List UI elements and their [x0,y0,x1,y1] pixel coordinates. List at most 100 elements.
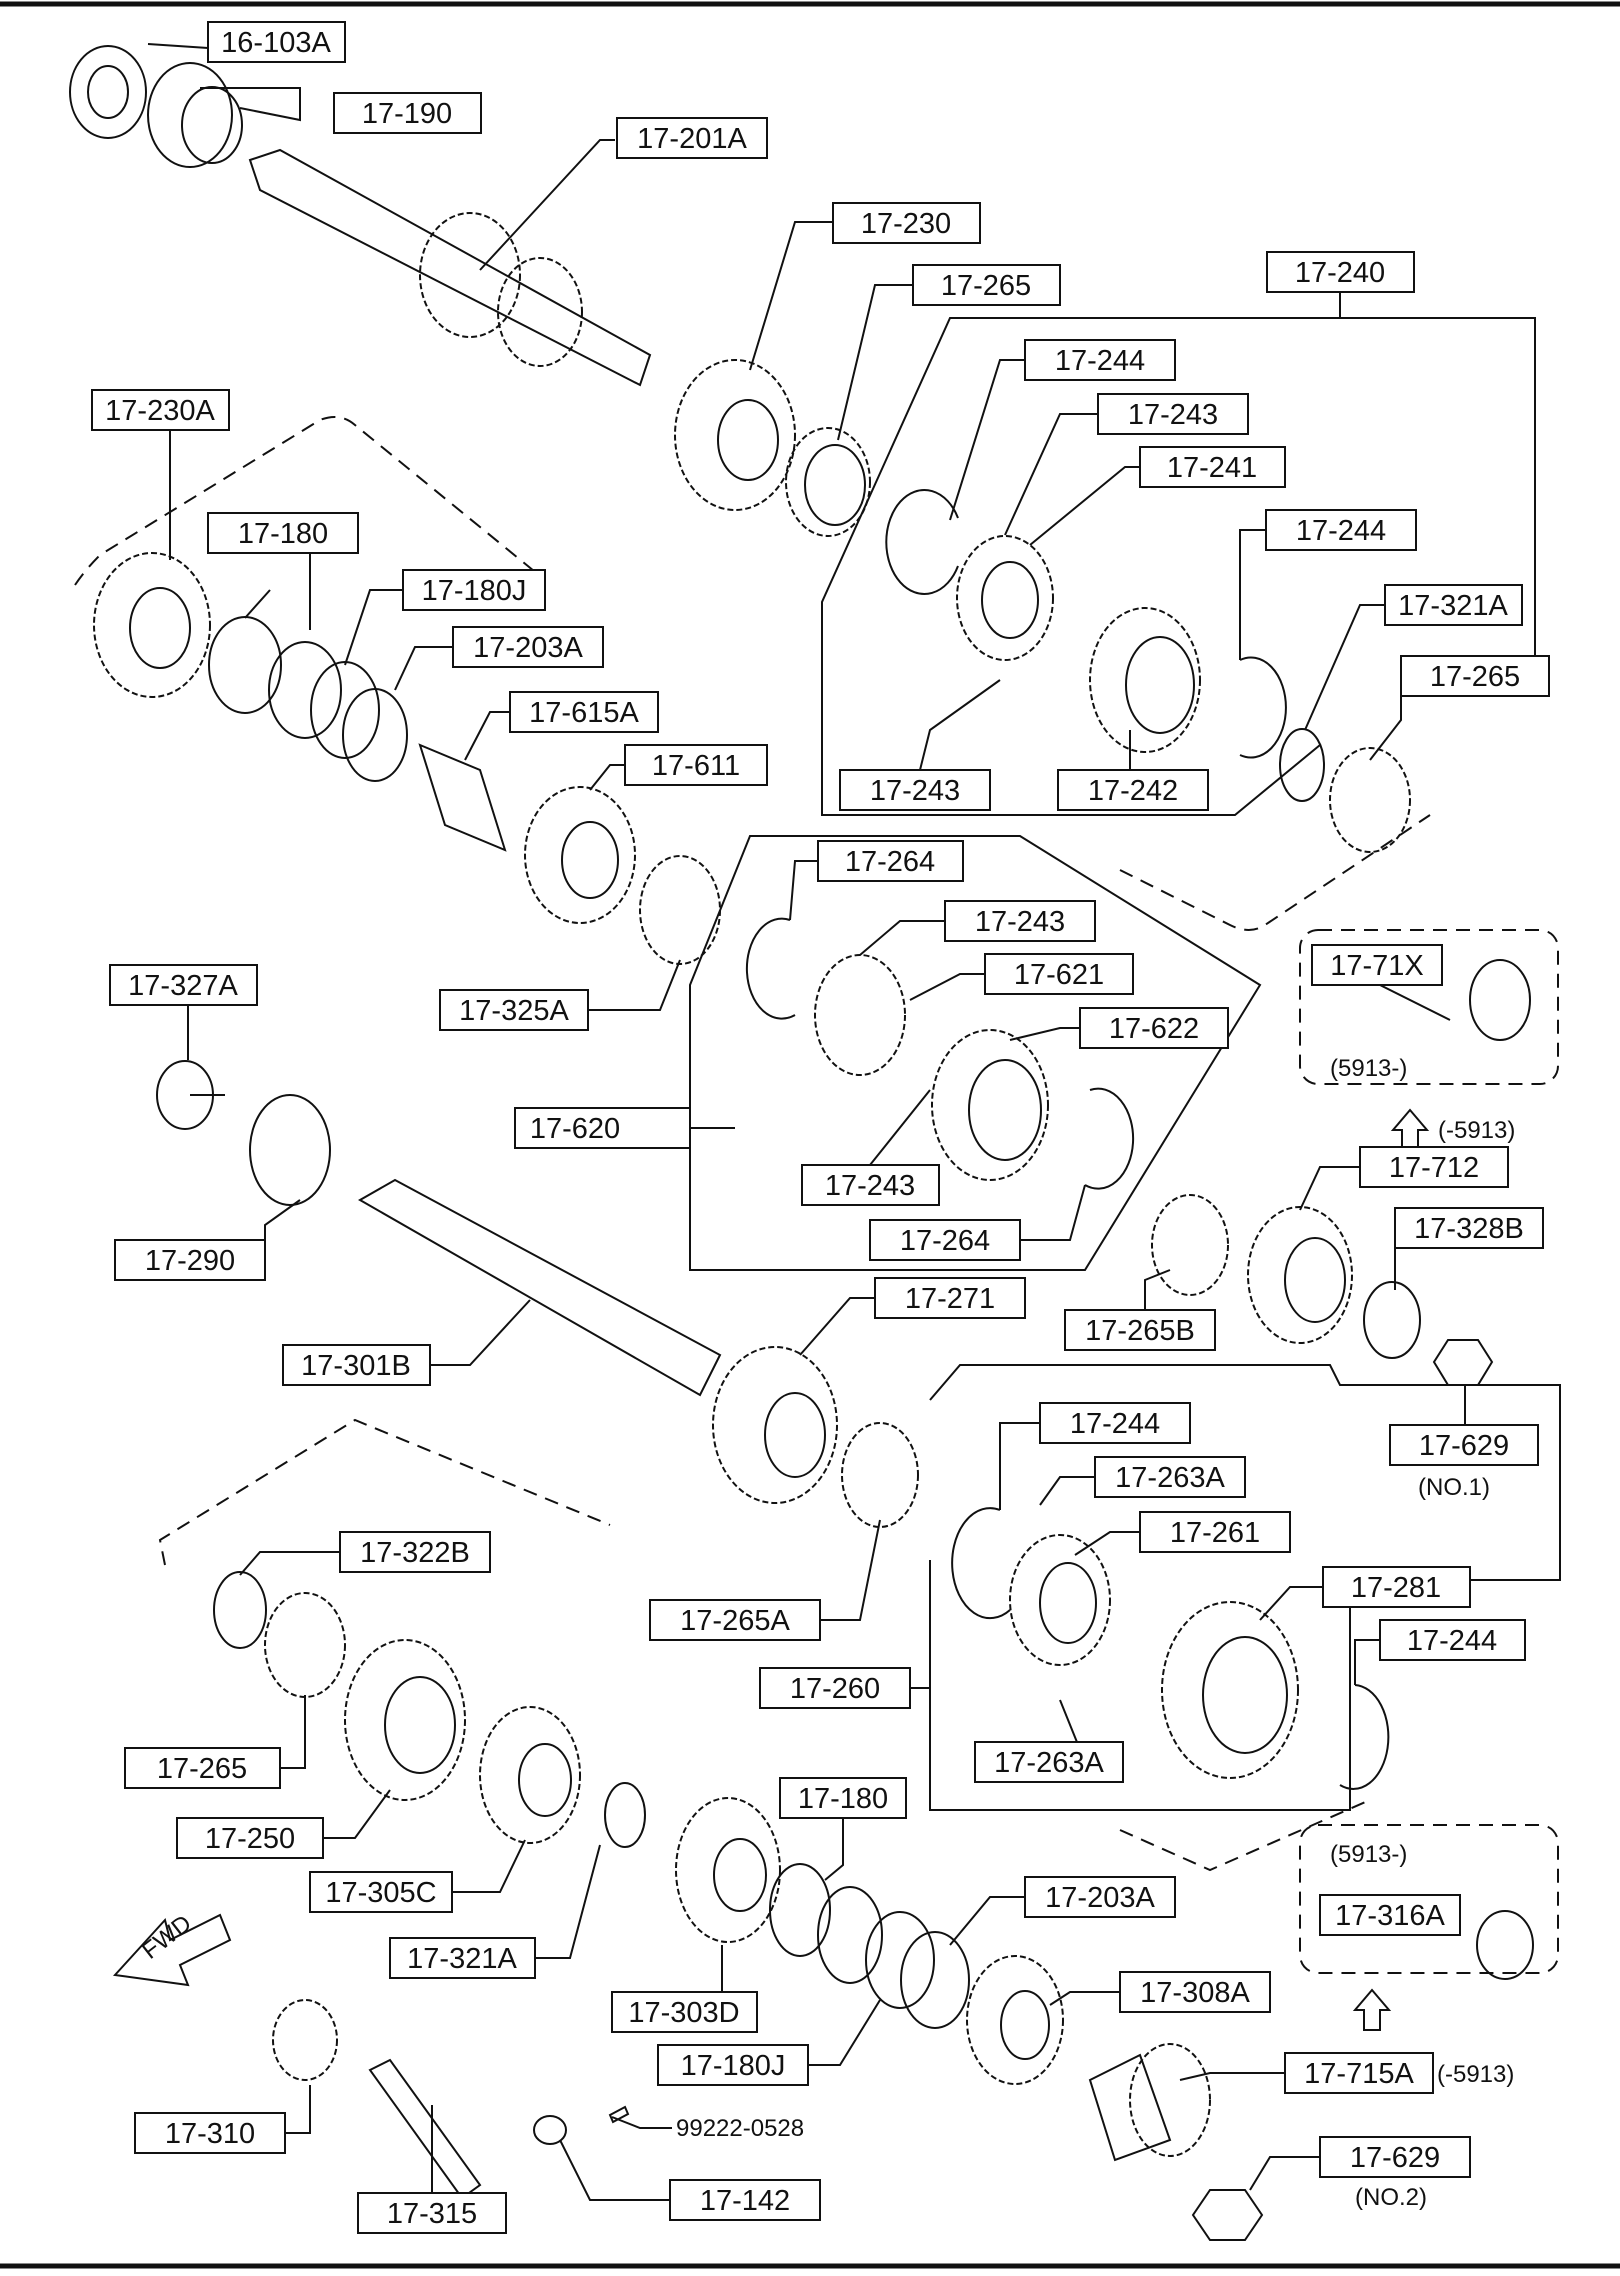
svg-text:17-244: 17-244 [1070,1408,1160,1440]
svg-text:17-265: 17-265 [941,270,1031,302]
svg-text:17-241: 17-241 [1167,452,1257,484]
svg-text:17-203A: 17-203A [473,632,583,664]
dashed-box-17-316A [1299,1824,1559,1974]
svg-text:17-265A: 17-265A [680,1605,790,1637]
svg-text:17-271: 17-271 [905,1283,995,1315]
svg-text:17-611: 17-611 [652,750,740,782]
label-17-615A: 17-615A [509,691,659,733]
label-17-305C: 17-305C [309,1871,453,1913]
sync-ring-17-265-bottom [264,1592,346,1698]
sync-ring-17-265 [785,427,871,537]
shim-17-180J-top [310,661,380,759]
note-5913-after-bottom: (5913-) [1330,1841,1407,1868]
sync-ring-17-265-right [1329,747,1411,853]
label-17-622: 17-622 [1079,1007,1229,1049]
gear-17-712 [1247,1206,1353,1344]
svg-text:17-315: 17-315 [387,2198,477,2230]
svg-text:17-263A: 17-263A [1115,1462,1225,1494]
svg-text:17-244: 17-244 [1296,515,1386,547]
svg-text:17-260: 17-260 [790,1673,880,1705]
key-spring-17-264-b [1084,1087,1135,1190]
gear-17-303D [675,1797,781,1943]
svg-text:17-261: 17-261 [1170,1517,1260,1549]
label-17-321A-top: 17-321A [1384,584,1523,626]
bearing-17-180-bottom [769,1863,831,1957]
svg-text:17-712: 17-712 [1389,1152,1479,1184]
label-17-620: 17-620 [514,1107,691,1149]
sync-ring-17-265A [841,1422,919,1528]
notes: (5913-) (-5913) (NO.1) (5913-) (-5913) (… [137,1055,1515,2211]
dashed-outline-17-230A [74,415,546,586]
gear-17-611 [524,786,636,924]
gear-17-715A [1088,2053,1172,2162]
svg-text:17-622: 17-622 [1109,1013,1199,1045]
svg-text:17-265: 17-265 [157,1753,247,1785]
note-no2: (NO.2) [1355,2184,1427,2211]
label-17-265-bottom: 17-265 [124,1747,281,1789]
label-17-203A-bottom: 17-203A [1024,1876,1176,1918]
leader-lines [147,43,1466,2201]
svg-text:17-629: 17-629 [1350,2142,1440,2174]
label-17-230A: 17-230A [91,389,230,431]
label-17-180J-bottom: 17-180J [657,2044,809,2086]
note-5913-before-bottom: (-5913) [1437,2061,1514,2088]
up-arrow-icon-top [1390,1108,1430,1151]
svg-text:17-321A: 17-321A [1398,590,1508,622]
hub-17-261 [1009,1534,1111,1666]
svg-text:17-243: 17-243 [975,906,1065,938]
svg-text:17-250: 17-250 [205,1823,295,1855]
bushing-17-328B [1363,1281,1421,1359]
label-17-308A: 17-308A [1119,1971,1271,2013]
sync-ring-17-325A [639,855,721,965]
label-17-180-top: 17-180 [207,512,359,554]
svg-text:17-230: 17-230 [861,208,951,240]
label-17-271: 17-271 [874,1277,1026,1319]
part-17-71X [1469,959,1531,1041]
group-outlines [74,292,1561,1974]
svg-text:16-103A: 16-103A [221,27,331,59]
label-17-301B: 17-301B [282,1344,431,1386]
label-17-621: 17-621 [984,953,1134,995]
svg-text:17-243: 17-243 [1128,399,1218,431]
nut-17-629-no1 [1432,1339,1494,1386]
note-no1: (NO.1) [1418,1474,1490,1501]
label-17-243-a: 17-243 [1097,393,1249,435]
label-17-265-top: 17-265 [912,264,1061,306]
svg-text:17-621: 17-621 [1014,959,1104,991]
hub-17-241 [956,535,1054,661]
label-16-103A: 16-103A [207,21,346,63]
label-17-263A-b: 17-263A [974,1741,1124,1783]
bearing-17-190 [147,62,233,168]
gear-17-308A [966,1955,1064,2085]
label-17-260: 17-260 [759,1667,911,1709]
svg-text:17-243: 17-243 [825,1170,915,1202]
shim-17-180J-bottom [865,1911,935,2009]
svg-text:17-290: 17-290 [145,1245,235,1277]
label-17-242: 17-242 [1057,769,1209,811]
label-17-265-right: 17-265 [1400,655,1550,697]
svg-text:17-240: 17-240 [1295,257,1385,289]
input-shaft-17-201A [248,148,652,387]
label-17-325A: 17-325A [439,989,589,1031]
svg-text:17-322B: 17-322B [360,1537,470,1569]
fwd-arrow-icon [112,1913,232,1987]
svg-text:17-201A: 17-201A [637,123,747,155]
svg-text:17-310: 17-310 [165,2118,255,2150]
svg-text:17-305C: 17-305C [325,1877,436,1909]
label-17-261: 17-261 [1139,1511,1291,1553]
svg-text:17-244: 17-244 [1055,345,1145,377]
note-5913-after-top: (5913-) [1330,1055,1407,1082]
svg-text:17-265: 17-265 [1430,661,1520,693]
gear-17-230 [674,359,796,511]
dashed-outline-17-265 [1119,814,1431,931]
key-spring-17-244-a [885,489,959,595]
label-17-180-bottom: 17-180 [779,1777,907,1819]
label-17-203A-top: 17-203A [452,626,604,668]
svg-text:17-263A: 17-263A [994,1747,1104,1779]
label-17-264-a: 17-264 [817,840,964,882]
dashed-box-17-71X [1299,929,1559,1085]
svg-text:17-180J: 17-180J [422,575,527,607]
sync-ring-17-265B [1151,1194,1229,1296]
sleeve-17-615A [418,743,507,852]
